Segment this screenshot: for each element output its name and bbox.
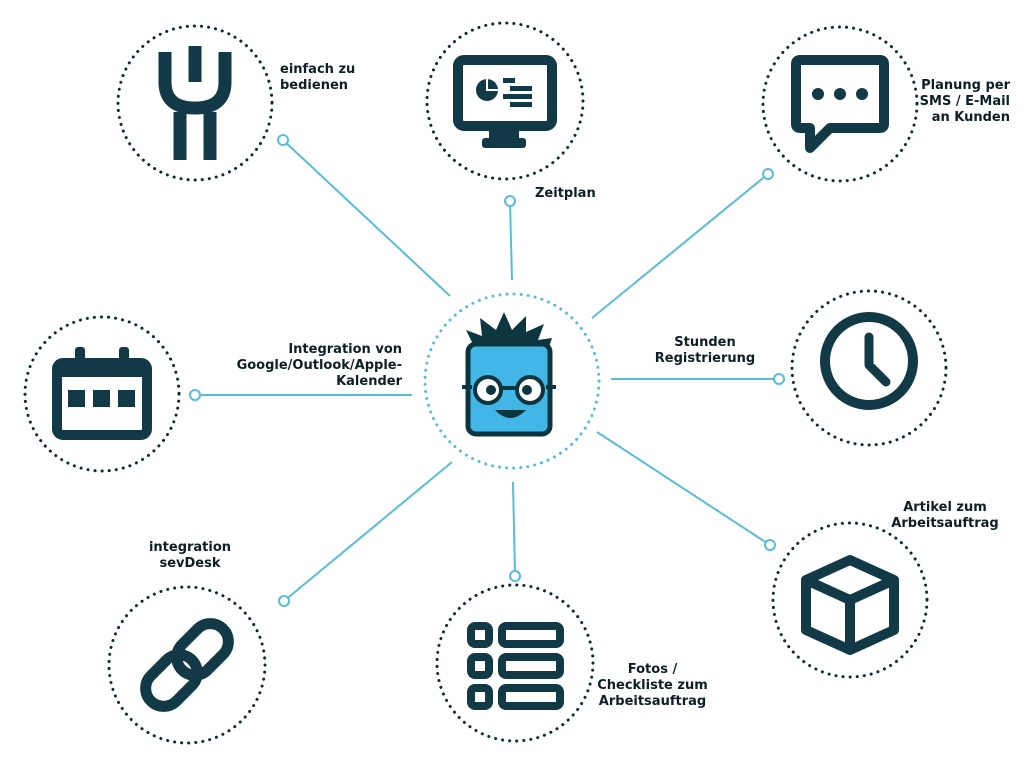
feature-articles — [771, 521, 929, 679]
label-line: integration — [148, 540, 232, 555]
label-easy: einfach zu bedienen — [280, 62, 355, 94]
label-line: Checkliste zum — [597, 678, 708, 693]
chat-bubble-icon — [791, 55, 889, 153]
label-line: Fotos / — [627, 662, 678, 677]
feature-ring — [761, 25, 919, 183]
feature-ring — [116, 24, 274, 182]
feature-hours — [790, 289, 948, 447]
feature-sms — [761, 25, 919, 183]
feature-calendar — [23, 315, 181, 473]
connector-node-easy — [277, 134, 289, 146]
label-hours: Stunden Registrierung — [640, 335, 770, 367]
label-line: an Kunden — [931, 110, 1010, 125]
feature-ring — [425, 21, 585, 181]
label-sms: Planung per SMS / E-Mail an Kunden — [920, 78, 1010, 126]
connector-photos — [512, 481, 516, 577]
connector-node-schedule — [504, 195, 516, 207]
label-articles: Artikel zum Arbeitsauftrag — [880, 500, 1010, 532]
label-line: sevDesk — [159, 556, 221, 571]
connector-node-articles — [764, 539, 776, 551]
feature-ring — [790, 289, 948, 447]
label-line: Stunden — [674, 335, 736, 350]
connector-sevdesk — [283, 461, 453, 602]
connector-node-sms — [762, 168, 774, 180]
feature-ring — [435, 583, 595, 743]
feature-schedule — [425, 21, 585, 181]
connector-articles — [596, 431, 771, 546]
connector-node-sevdesk — [278, 595, 290, 607]
connector-schedule — [509, 200, 513, 281]
link-icon — [140, 618, 234, 712]
label-sevdesk: integration sevDesk — [130, 540, 250, 572]
label-line: bedienen — [280, 78, 349, 93]
label-line: Planung per — [921, 78, 1010, 93]
label-line: einfach zu — [280, 62, 356, 77]
wrench-icon — [158, 46, 232, 160]
monitor-chart-icon — [453, 55, 557, 148]
label-line: Kalender — [336, 374, 402, 389]
feature-ring — [23, 315, 181, 473]
feature-photos — [435, 583, 595, 743]
label-photos: Fotos / Checkliste zum Arbeitsauftrag — [590, 662, 715, 710]
connectors — [189, 134, 785, 607]
feature-easy — [116, 24, 274, 182]
center-hub — [423, 292, 601, 470]
label-line: Integration von — [288, 342, 402, 357]
box-icon — [801, 555, 899, 655]
label-line: Registrierung — [654, 351, 756, 366]
connector-easy — [282, 139, 451, 297]
label-line: Arbeitsauftrag — [598, 694, 707, 709]
feature-ring — [771, 521, 929, 679]
connector-sms — [591, 173, 769, 319]
label-line: Google/Outlook/Apple- — [236, 358, 402, 373]
feature-sevdesk — [107, 585, 267, 745]
label-line: SMS / E-Mail — [919, 94, 1010, 109]
checklist-icon — [467, 622, 564, 710]
label-calendar: Integration von Google/Outlook/Apple- Ka… — [222, 342, 402, 390]
label-line: Artikel zum — [903, 500, 987, 515]
connector-node-photos — [509, 570, 521, 582]
label-line: Arbeitsauftrag — [891, 516, 999, 531]
connector-node-calendar — [189, 389, 201, 401]
label-line: Zeitplan — [535, 186, 596, 201]
calendar-icon — [52, 347, 152, 440]
clock-icon — [820, 312, 918, 410]
mascot-icon — [462, 312, 556, 437]
connector-node-hours — [773, 373, 785, 385]
label-schedule: Zeitplan — [535, 186, 596, 202]
feature-ring — [107, 585, 267, 745]
